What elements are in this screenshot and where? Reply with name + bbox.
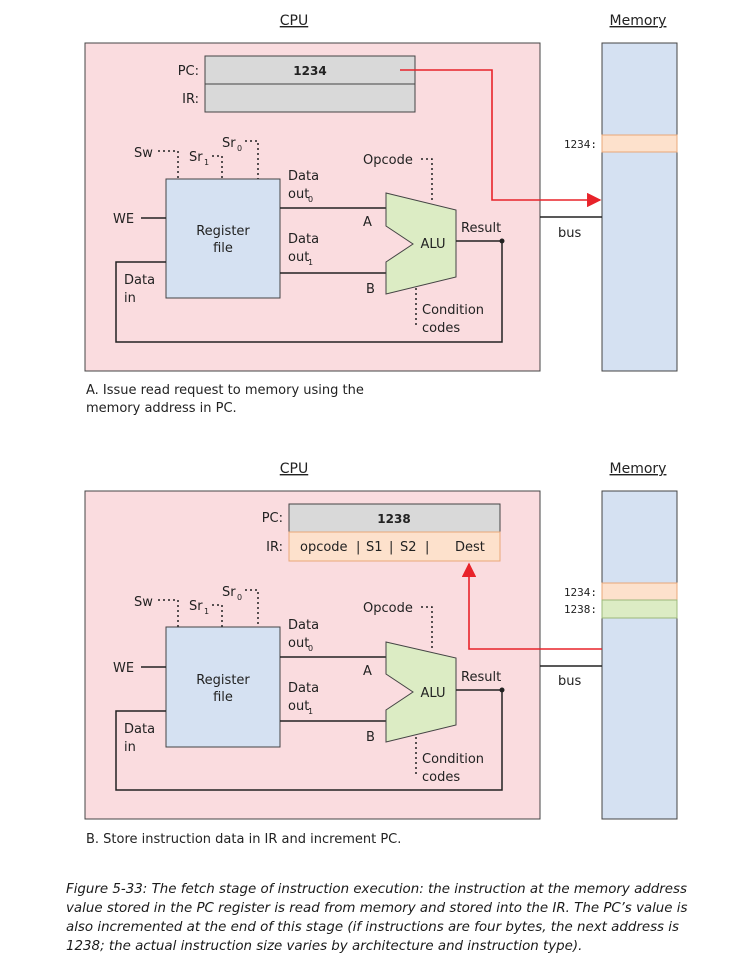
opcode-label: Opcode (363, 601, 413, 616)
alu (385, 641, 457, 743)
sw-label: Sw (134, 595, 153, 610)
read-request-arrow (400, 69, 602, 208)
register-file-label: file (213, 241, 233, 256)
ir-register (288, 531, 501, 562)
data-out0-label: out (288, 636, 309, 651)
opcode-label: Opcode (363, 153, 413, 168)
data-out1-subscript: 1 (308, 707, 313, 716)
pc-value: 1238 (377, 512, 410, 526)
register-file (165, 178, 281, 299)
memory-label: Memory (610, 13, 667, 29)
bus-label: bus (558, 674, 581, 689)
panel-a: CPU Memory 1234: PC: 1234 IR: Register f… (84, 13, 678, 416)
ir-field-dest: Dest (455, 540, 485, 555)
data-out0-subscript: 0 (308, 195, 313, 204)
memory-address-1238: 1238: (564, 603, 597, 616)
memory-address-1234: 1234: (564, 586, 597, 599)
condition-codes-label: Condition (422, 303, 484, 318)
panel-caption: B. Store instruction data in IR and incr… (86, 832, 401, 847)
memory-label: Memory (610, 461, 667, 477)
sr1-line (212, 604, 223, 627)
sr0-label: Sr (222, 585, 236, 600)
sw-line (158, 599, 179, 627)
register-file-label: Register (196, 224, 250, 239)
memory-column (601, 490, 678, 820)
sr0-label: Sr (222, 136, 236, 151)
panel-caption: A. Issue read request to memory using th… (86, 383, 364, 398)
ir-field-s2: S2 (400, 540, 417, 555)
alu-label: ALU (420, 686, 445, 701)
opcode-line (421, 158, 433, 200)
ir-field-separator: | (389, 540, 393, 555)
pc-register (204, 55, 416, 85)
data-out1-label: out (288, 250, 309, 265)
feedback-wire (115, 690, 503, 791)
data-in-label: in (124, 740, 136, 755)
sw-line (158, 150, 179, 179)
memory-cell-1234 (601, 582, 678, 601)
feedback-wire (115, 241, 503, 343)
figure-caption: Figure 5-33: The fetch stage of instruct… (66, 882, 688, 954)
condition-codes-label: Condition (422, 752, 484, 767)
data-in-label: Data (124, 273, 155, 288)
result-label: Result (461, 670, 501, 685)
port-a-label: A (363, 664, 372, 679)
sr1-label: Sr (189, 150, 203, 165)
data-in-label: Data (124, 722, 155, 737)
pc-label: PC: (178, 64, 199, 79)
data-out1-subscript: 1 (308, 258, 313, 267)
panel-b: CPU Memory 1234: 1238: PC: 1238 IR: opco… (84, 461, 678, 847)
cpu-label: CPU (280, 13, 308, 29)
ir-field-opcode: opcode (300, 540, 348, 555)
data-out1-label: Data (288, 232, 319, 247)
port-b-label: B (366, 282, 375, 297)
instruction-load-arrow (461, 562, 602, 650)
memory-column (601, 42, 678, 372)
panel-caption: memory address in PC. (86, 401, 237, 416)
ir-label: IR: (182, 92, 199, 107)
sr0-subscript: 0 (237, 593, 242, 602)
register-file-label: Register (196, 673, 250, 688)
data-in-label: in (124, 291, 136, 306)
condition-codes-label: codes (422, 321, 460, 336)
opcode-line (421, 606, 433, 648)
data-out0-label: out (288, 187, 309, 202)
result-label: Result (461, 221, 501, 236)
data-out0-subscript: 0 (308, 644, 313, 653)
pc-value: 1234 (293, 64, 326, 78)
port-a-label: A (363, 215, 372, 230)
sr0-subscript: 0 (237, 144, 242, 153)
data-out0-label: Data (288, 618, 319, 633)
data-out0-label: Data (288, 169, 319, 184)
data-out1-label: out (288, 699, 309, 714)
sr1-label: Sr (189, 599, 203, 614)
memory-cell-1238 (601, 599, 678, 619)
memory-cell-1234 (601, 134, 678, 153)
ir-label: IR: (266, 540, 283, 555)
fetch-stage-diagram: CPU Memory 1234: PC: 1234 IR: Register f… (84, 13, 678, 847)
ir-field-s1: S1 (366, 540, 383, 555)
sr1-line (212, 155, 223, 179)
pc-label: PC: (262, 511, 283, 526)
register-file-label: file (213, 690, 233, 705)
alu-label: ALU (420, 237, 445, 252)
ir-field-separator: | (425, 540, 429, 555)
cpu-label: CPU (280, 461, 308, 477)
ir-fields: opcode | S1 | S2 | Dest (300, 540, 485, 555)
alu (385, 192, 457, 295)
register-file (165, 626, 281, 748)
ir-field-separator: | (356, 540, 360, 555)
sw-label: Sw (134, 146, 153, 161)
sr1-subscript: 1 (204, 158, 209, 167)
condition-codes-label: codes (422, 770, 460, 785)
sr1-subscript: 1 (204, 607, 209, 616)
bus-label: bus (558, 226, 581, 241)
memory-address-1234: 1234: (564, 138, 597, 151)
we-label: WE (113, 661, 134, 676)
port-b-label: B (366, 730, 375, 745)
ir-register (204, 83, 416, 113)
we-label: WE (113, 212, 134, 227)
pc-register (288, 503, 501, 533)
data-out1-label: Data (288, 681, 319, 696)
